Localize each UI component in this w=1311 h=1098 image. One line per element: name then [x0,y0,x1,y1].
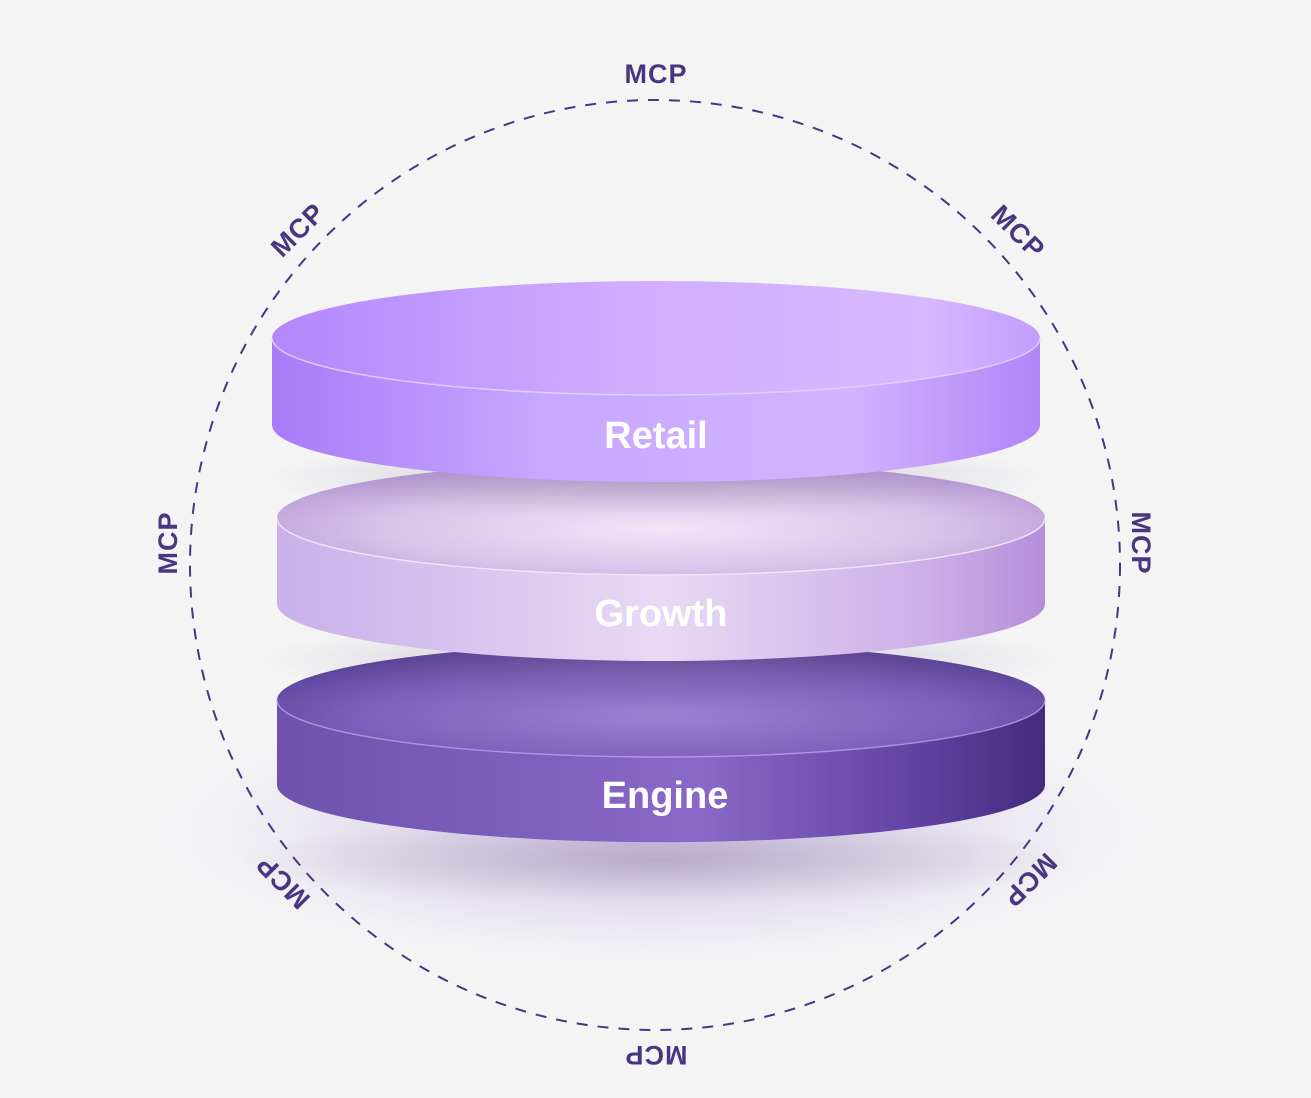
protocol-label-bottom: MCP [625,1040,688,1070]
protocol-label-right: MCP [1126,512,1156,575]
protocol-label-left: MCP [153,512,183,575]
protocol-label-top-left: MCP [265,197,331,263]
layer-retail [256,281,1056,516]
protocol-label-top-right: MCP [985,199,1051,265]
layer-label-engine: Engine [602,775,729,817]
protocol-label-top: MCP [625,59,688,89]
protocol-ring [189,99,1121,1031]
retail-top [272,281,1040,395]
layer-label-retail: Retail [604,415,707,457]
layer-label-growth: Growth [595,593,728,635]
